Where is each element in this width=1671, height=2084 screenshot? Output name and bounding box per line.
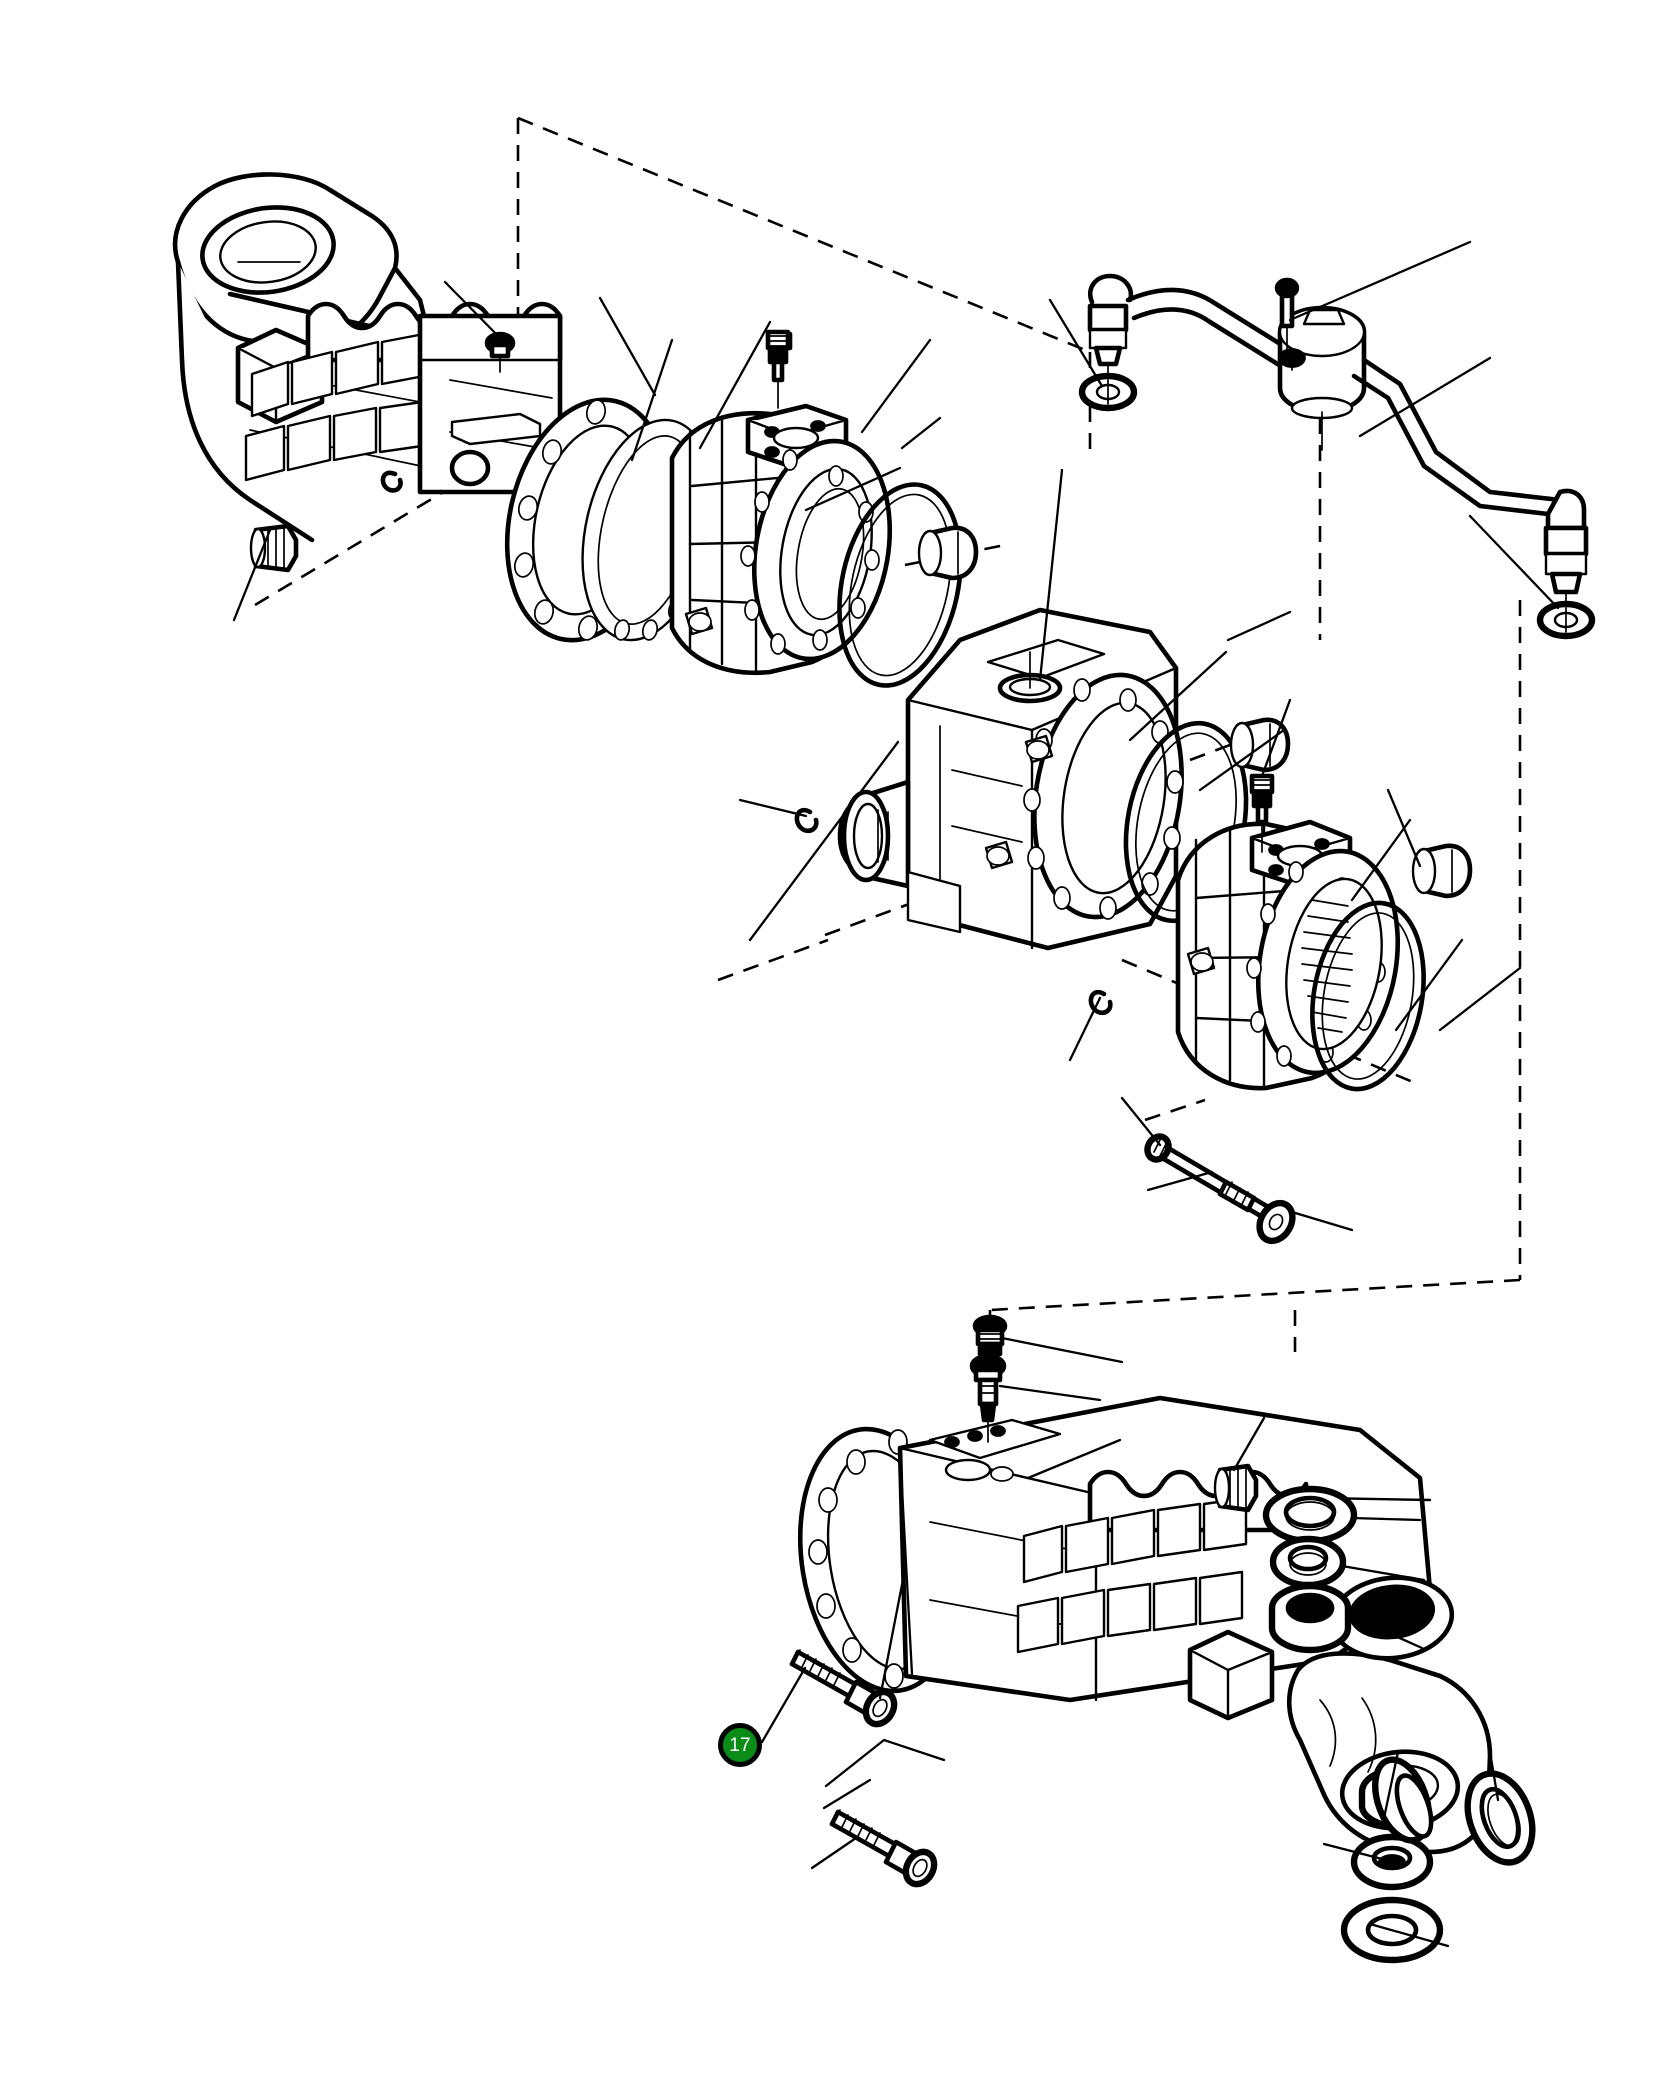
assembly-centerlines bbox=[254, 116, 1522, 1360]
axle-housing-left bbox=[172, 172, 563, 543]
leader-lines bbox=[232, 240, 1560, 1948]
snap-ring-left bbox=[794, 807, 819, 834]
snap-ring-center bbox=[1088, 989, 1113, 1016]
plug-cap-right bbox=[1411, 843, 1473, 899]
fitting-screw bbox=[969, 1353, 1007, 1443]
shim-ring bbox=[1269, 1535, 1347, 1589]
thrust-washer-top bbox=[1262, 1485, 1358, 1545]
callout-marker-label: 17 bbox=[729, 1734, 751, 1756]
bushing-upper bbox=[1268, 1582, 1352, 1654]
brake-housing-left bbox=[669, 403, 893, 675]
splined-gear-teeth bbox=[1301, 899, 1353, 1033]
screw-threads-lower bbox=[833, 1809, 881, 1846]
bleeder-screw-right bbox=[1249, 773, 1275, 853]
socket-head-cap-screw-lower bbox=[829, 1809, 938, 1888]
bleeder-screw-left bbox=[765, 329, 793, 409]
socket-head-cap-screw-upper bbox=[789, 1649, 898, 1728]
differential-carrier-housing bbox=[837, 607, 1184, 951]
plug-cap-left bbox=[917, 525, 979, 581]
screw-threads bbox=[793, 1649, 841, 1686]
brake-housing-bolt-holes bbox=[740, 449, 880, 655]
o-ring-right bbox=[1310, 900, 1426, 1092]
plug-right bbox=[1213, 1463, 1259, 1513]
bushing-lower bbox=[1350, 1833, 1434, 1891]
stud-pin-with-nut bbox=[1144, 1133, 1296, 1245]
hydraulic-tube bbox=[1078, 273, 1596, 640]
callout-marker-17[interactable]: 17 bbox=[718, 1723, 762, 1767]
carrier-bolt-holes bbox=[1023, 678, 1184, 920]
plug-left-upper bbox=[484, 331, 516, 373]
thrust-washer-bottom-b bbox=[1464, 1770, 1536, 1866]
o-ring-left bbox=[837, 482, 963, 688]
breather-valve bbox=[972, 1314, 1008, 1373]
